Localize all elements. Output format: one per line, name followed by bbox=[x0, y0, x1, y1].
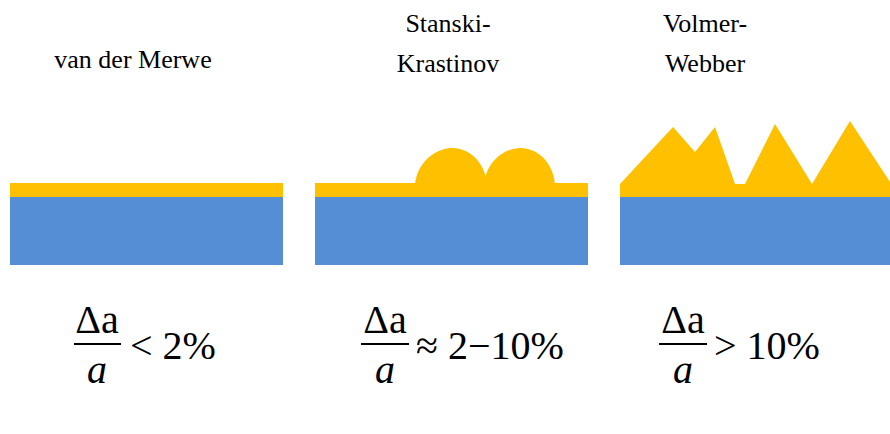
island bbox=[484, 148, 555, 184]
denominator: a bbox=[673, 348, 693, 392]
mode-name: Volmer- Webber bbox=[663, 4, 747, 85]
mismatch-condition: ≈ 2−10% bbox=[416, 324, 564, 368]
substrate bbox=[620, 197, 890, 265]
fraction-bar bbox=[361, 343, 409, 345]
substrate bbox=[10, 197, 283, 265]
mode-name: van der Merwe bbox=[54, 47, 211, 73]
mismatch-condition: < 2% bbox=[130, 324, 216, 368]
denominator: a bbox=[87, 348, 107, 392]
film-layer bbox=[10, 183, 283, 197]
denominator: a bbox=[375, 348, 395, 392]
numerator: Δa bbox=[661, 298, 704, 342]
fraction-bar bbox=[659, 343, 707, 345]
numerator: Δa bbox=[363, 298, 406, 342]
mismatch-condition: > 10% bbox=[714, 324, 820, 368]
island bbox=[415, 148, 487, 184]
substrate bbox=[315, 197, 588, 265]
fraction-bar bbox=[74, 343, 121, 345]
mode-name: Stanski- Krastinov bbox=[397, 4, 500, 85]
islands bbox=[620, 121, 890, 197]
numerator: Δa bbox=[75, 298, 118, 342]
wetting-layer bbox=[315, 183, 588, 197]
